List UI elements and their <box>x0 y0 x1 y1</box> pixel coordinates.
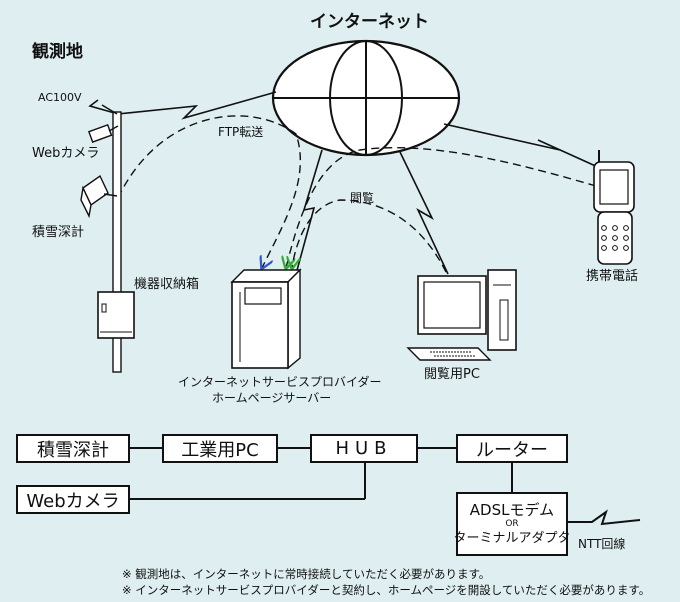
mobile-label: 携帯電話 <box>586 269 639 284</box>
observation-pole <box>80 104 135 373</box>
storage-box-label: 機器収納箱 <box>134 277 200 292</box>
ntt-line-label: NTT回線 <box>578 537 626 551</box>
browsing-pc-label: 閲覧用PC <box>424 367 480 382</box>
mobile-browse-arrow <box>286 147 597 268</box>
pc-internet-link <box>399 151 449 275</box>
ftp-label: FTP転送 <box>218 125 264 139</box>
notes: ※ 観測地は、インターネットに常時接続していただく必要があります。 ※ インター… <box>122 566 650 598</box>
mobile-phone-icon <box>593 150 635 265</box>
site-title: 観測地 <box>32 42 83 62</box>
snow-gauge-box: 積雪深計 <box>16 434 130 463</box>
note-2: ※ インターネットサービスプロバイダーと契約し、ホームページを開設していただく必… <box>122 583 651 597</box>
or-label: OR <box>505 518 519 529</box>
modem-box: ADSLモデム OR ターミナルアダプタ <box>453 492 571 556</box>
adsl-modem-label: ADSLモデム <box>469 500 555 519</box>
internet-label: インターネット <box>310 12 429 32</box>
ac100v-label: AC100V <box>38 91 82 104</box>
globe-icon <box>271 39 461 157</box>
server-icon <box>230 268 302 370</box>
server-internet-link <box>295 149 323 275</box>
terminal-adapter-label: ターミナルアダプタ <box>453 530 571 546</box>
pc-browse-arrow <box>292 199 447 273</box>
mobile-internet-link <box>443 123 601 169</box>
industrial-pc-box: 工業用PC <box>162 434 278 463</box>
ftp-arrow <box>117 115 301 268</box>
browse-label: 閲覧 <box>350 191 375 205</box>
note-1: ※ 観測地は、インターネットに常時接続していただく必要があります。 <box>122 567 491 581</box>
hub-box: HUB <box>310 434 418 463</box>
storage-box-icon <box>97 291 135 339</box>
webcam-box: Webカメラ <box>16 485 130 514</box>
router-box: ルーター <box>456 434 568 463</box>
server-label-line2: ホームページサーバー <box>212 391 332 405</box>
server-label-line1: インターネットサービスプロバイダー <box>178 375 382 389</box>
site-internet-link <box>88 91 277 120</box>
webcam-label: Webカメラ <box>32 146 100 161</box>
network-connectors <box>130 447 641 526</box>
snow-gauge-label: 積雪深計 <box>32 225 85 240</box>
desktop-pc-icon <box>406 269 517 361</box>
snow-gauge-icon <box>80 174 118 219</box>
camera-icon <box>87 123 113 143</box>
